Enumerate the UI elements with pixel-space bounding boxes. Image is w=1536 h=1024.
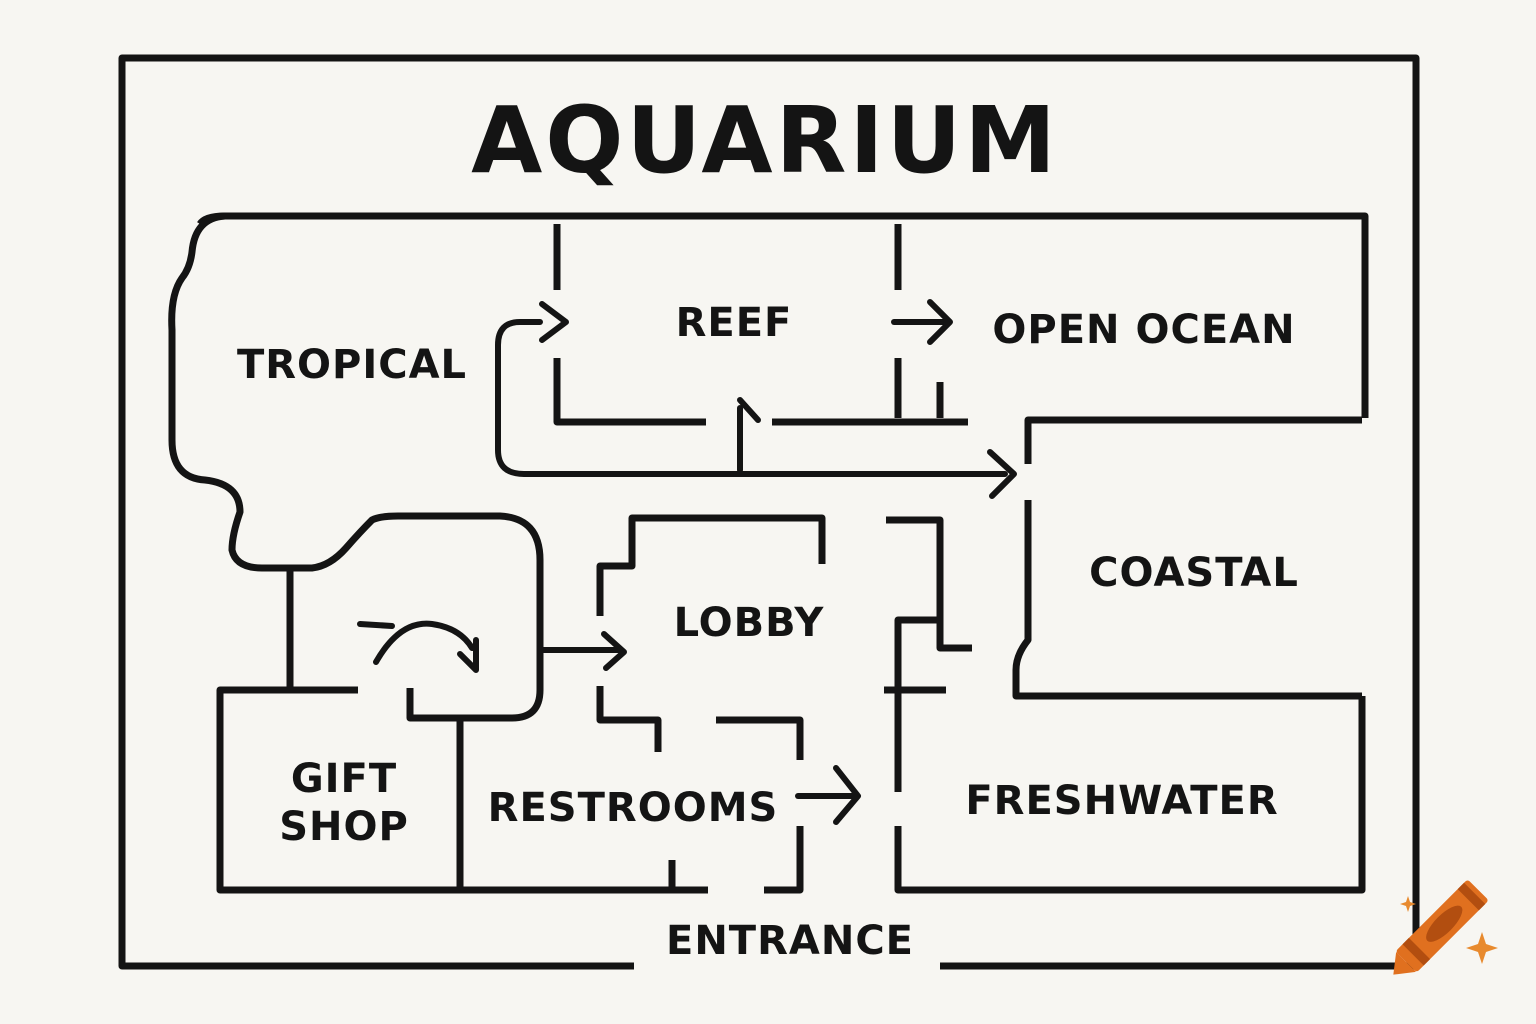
arrow-tropical-to-reef xyxy=(495,319,1008,477)
arrowhead-freshwater xyxy=(833,765,861,825)
walls xyxy=(168,212,1369,894)
room-label-gift-shop-line1: GIFT xyxy=(291,756,397,802)
room-label-coastal: COASTAL xyxy=(1089,550,1299,596)
arrowhead-ocean xyxy=(927,299,953,345)
arrowhead-loop-up xyxy=(737,397,761,423)
room-label-tropical: TROPICAL xyxy=(237,342,467,388)
arrow-curve-gift xyxy=(357,621,395,629)
arrowhead-lobby xyxy=(601,631,627,671)
room-label-freshwater: FRESHWATER xyxy=(965,778,1278,824)
arrowhead-reef xyxy=(539,301,569,343)
crayon-icon xyxy=(1393,880,1498,975)
route-arrows xyxy=(357,299,1017,825)
arrow-curve-gift-2 xyxy=(373,620,475,665)
map-title: AQUARIUM xyxy=(471,87,1059,194)
outer-frame xyxy=(118,54,1420,970)
arrowhead-coastal xyxy=(987,449,1017,499)
room-label-restrooms: RESTROOMS xyxy=(488,785,779,831)
room-label-open-ocean: OPEN OCEAN xyxy=(992,307,1295,353)
room-label-lobby: LOBBY xyxy=(674,600,825,646)
entrance-label: ENTRANCE xyxy=(666,918,914,964)
arrowhead-curve-gift xyxy=(457,637,479,673)
room-label-reef: REEF xyxy=(676,300,793,346)
room-label-gift-shop-line2: SHOP xyxy=(279,804,409,850)
